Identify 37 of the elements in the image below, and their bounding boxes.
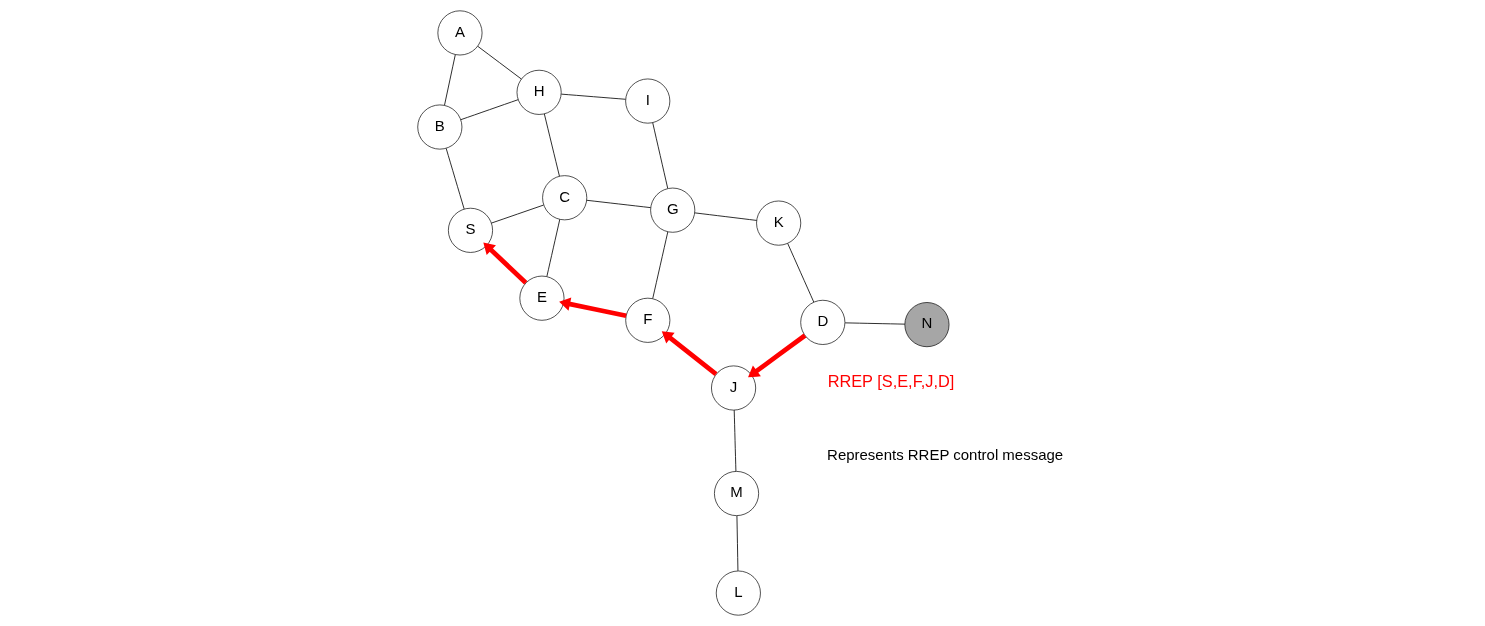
connector xyxy=(651,231,668,299)
node-circle: B xyxy=(416,104,462,150)
connector xyxy=(585,199,651,209)
node-circle: J xyxy=(710,365,756,411)
connector xyxy=(543,113,560,177)
connector xyxy=(844,322,905,325)
legend-label: Represents RREP control message xyxy=(826,445,1063,463)
node-circle: E xyxy=(519,275,564,321)
node-circle: N xyxy=(904,302,949,348)
connector xyxy=(445,148,465,210)
node-circle: F xyxy=(624,297,670,343)
connector xyxy=(560,93,626,100)
node-circle: G xyxy=(649,187,695,233)
connector xyxy=(786,243,814,303)
node-circle: M xyxy=(713,471,759,516)
node-circle: I xyxy=(624,78,670,124)
node-circle: K xyxy=(755,200,801,246)
arrow xyxy=(558,297,627,319)
connector xyxy=(651,122,668,189)
arrow xyxy=(747,333,806,378)
connector xyxy=(733,409,736,472)
label: RREP [S,E,F,J,D] xyxy=(827,371,954,390)
node-circle: L xyxy=(715,570,761,616)
connector xyxy=(490,204,544,224)
connector xyxy=(694,212,757,221)
arrow xyxy=(482,242,527,285)
connector xyxy=(545,218,560,277)
arrow xyxy=(661,331,717,376)
connector xyxy=(476,45,522,80)
node-circle: H xyxy=(516,69,562,115)
connector xyxy=(459,99,518,121)
connector xyxy=(736,515,738,572)
node-circle: C xyxy=(541,175,587,221)
node-circle: D xyxy=(799,299,845,345)
node-circle: S xyxy=(447,207,493,253)
node-circle: A xyxy=(437,10,482,56)
connector xyxy=(443,54,456,106)
